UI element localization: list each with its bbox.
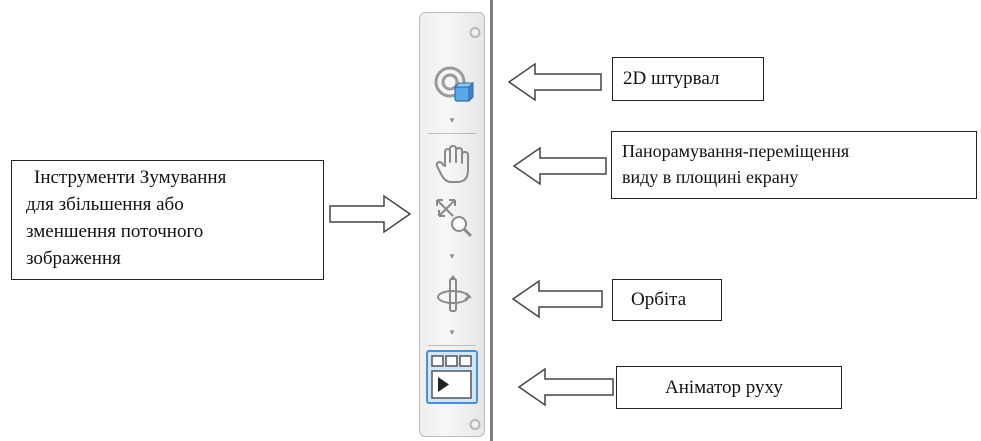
callout-pan-line2: виду в площині екрану [622,167,799,187]
callout-pan-line1: Панорамування-переміщення [622,141,850,161]
callout-animator-text: Аніматор руху [665,377,783,398]
zoom-button[interactable] [425,193,480,241]
motion-animator-button[interactable] [425,349,479,405]
arrow-left-icon [512,146,607,186]
chevron-down-icon[interactable]: ▾ [449,328,455,338]
pan-hand-icon [435,145,469,183]
close-icon[interactable] [469,27,481,38]
callout-zoom-line3: зменшення поточного [26,221,204,242]
resize-handle-icon[interactable] [469,419,481,430]
arrow-left-icon [511,279,603,319]
pan-button[interactable] [425,141,480,189]
callout-zoom-line1: Інструменти Зумування [34,167,227,188]
callout-animator: Аніматор руху [616,366,842,409]
callout-zoom-line4: зображення [26,248,121,269]
chevron-down-icon[interactable]: ▾ [449,116,455,126]
orbit-button[interactable] [425,271,480,319]
toolbar-separator [428,133,476,134]
motion-animator-icon [426,350,478,404]
callout-steering-wheel-text: 2D штурвал [623,68,720,89]
steering-wheel-2d-button[interactable] [425,61,480,109]
steering-wheel-2d-icon [434,66,474,103]
vertical-divider [490,0,493,441]
zoom-icon [435,199,472,238]
callout-zoom: Інструменти Зумування для збільшення або… [11,160,324,280]
navigation-bar: ▾ ▾ ▾ [419,12,485,437]
arrow-left-icon [517,367,614,407]
callout-orbit-text: Орбіта [631,289,687,310]
orbit-icon [436,275,472,312]
callout-pan: Панорамування-переміщення виду в площині… [611,131,977,199]
callout-zoom-line2: для збільшення або [26,194,184,215]
callout-steering-wheel: 2D штурвал [612,57,764,101]
callout-orbit: Орбіта [612,279,722,321]
arrow-right-icon [329,194,412,234]
arrow-left-icon [507,62,602,102]
toolbar-separator [428,345,476,346]
chevron-down-icon[interactable]: ▾ [449,252,455,262]
